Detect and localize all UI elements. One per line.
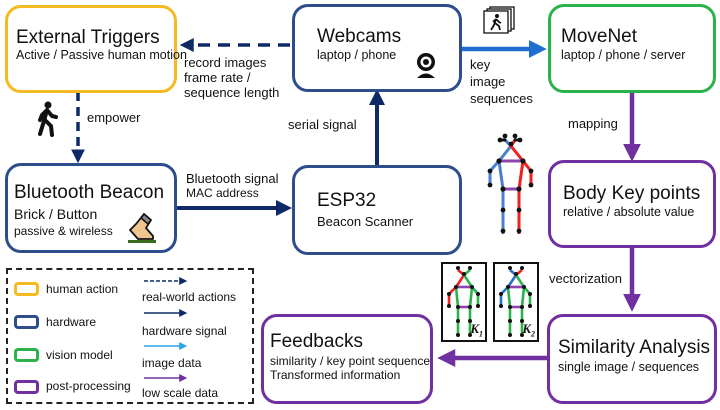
legend-swatch-post-processing — [14, 380, 39, 394]
feedbacks-sub2: Transformed information — [270, 368, 401, 382]
label-record-1: record images — [184, 55, 267, 70]
webcam-icon — [417, 53, 435, 78]
webcams-title: Webcams — [317, 26, 402, 47]
label-key-3: sequences — [470, 91, 533, 106]
image-sequence-icon — [483, 6, 515, 34]
external-triggers-sub: Active / Passive human motion — [16, 48, 187, 62]
label-key-2: image — [470, 74, 506, 89]
legend-label-post-processing: post-processing — [46, 379, 131, 393]
k1-letter: K — [470, 321, 479, 337]
similarity-title: Similarity Analysis — [558, 337, 711, 358]
k2-letter: K — [522, 321, 531, 337]
label-serial: serial signal — [288, 117, 357, 132]
label-bluetooth-1: Bluetooth signal — [186, 171, 279, 186]
k1-label: K1 — [470, 321, 483, 339]
movenet-title: MoveNet — [561, 26, 638, 47]
legend-label-real-world-actions: real-world actions — [142, 290, 237, 304]
legend-arrow-samples — [144, 277, 188, 382]
keypoints-title: Body Key points — [563, 183, 701, 204]
similarity-sub: single image / sequences — [558, 360, 700, 374]
legend-label-human-action: human action — [46, 282, 119, 296]
keypoints-sub: relative / absolute value — [563, 205, 695, 219]
body-skeleton-figure — [487, 133, 534, 234]
beacon-sub1: Brick / Button — [14, 206, 98, 222]
label-bluetooth-2: MAC address — [186, 186, 259, 200]
legend-label-vision-model: vision model — [46, 348, 113, 362]
esp32-title: ESP32 — [317, 190, 377, 211]
webcams-sub: laptop / phone — [317, 48, 397, 62]
movenet-sub: laptop / phone / server — [561, 48, 686, 62]
legend-swatch-human-action — [14, 282, 39, 296]
label-mapping: mapping — [568, 116, 618, 131]
feedbacks-title: Feedbacks — [270, 331, 363, 352]
node-body-keypoints — [548, 160, 716, 248]
legend-label-hardware: hardware — [46, 315, 97, 329]
legend-swatch-vision-model — [14, 348, 39, 362]
label-key-1: key — [470, 57, 491, 72]
k2-sub: 2 — [531, 330, 535, 339]
skeleton-k1 — [447, 266, 480, 337]
skeleton-k2 — [499, 266, 532, 337]
label-record-3: sequence length — [184, 85, 280, 100]
legend-label-low-scale-data: low scale data — [142, 386, 219, 400]
keypoint-thumbnail-k2: K2 — [493, 262, 539, 342]
beacon-sub2: passive & wireless — [14, 224, 113, 238]
walking-person-icon — [38, 101, 58, 137]
node-similarity-analysis — [547, 314, 717, 404]
esp32-sub: Beacon Scanner — [317, 214, 414, 229]
foot-press-icon — [128, 212, 156, 243]
keypoint-thumbnail-k1: K1 — [441, 262, 487, 342]
node-movenet — [548, 4, 716, 93]
legend-label-image-data: image data — [142, 356, 202, 370]
legend-swatch-hardware — [14, 315, 39, 329]
legend-label-hardware-signal: hardware signal — [142, 324, 227, 338]
node-external-triggers — [5, 5, 177, 93]
feedbacks-sub1: similarity / key point sequence — [270, 354, 431, 368]
label-vectorization: vectorization — [549, 271, 622, 286]
label-record-2: frame rate / — [184, 70, 251, 85]
legend: human action hardware vision model post-… — [6, 268, 254, 404]
k1-sub: 1 — [479, 330, 483, 339]
beacon-title: Bluetooth Beacon — [14, 182, 165, 203]
label-empower: empower — [87, 110, 141, 125]
external-triggers-title: External Triggers — [16, 27, 160, 48]
k2-label: K2 — [522, 321, 535, 339]
node-esp32 — [292, 165, 462, 255]
node-feedbacks — [261, 314, 433, 404]
